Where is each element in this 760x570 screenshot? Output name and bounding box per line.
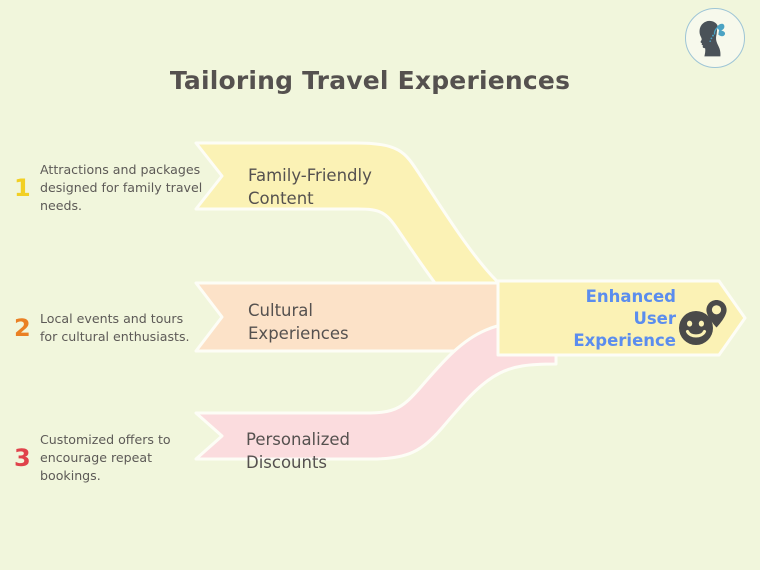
step-number-1: 1 — [14, 174, 31, 202]
step-number-2: 2 — [14, 314, 31, 342]
woman-profile-butterfly-icon — [699, 20, 726, 57]
outcome-label: Enhanced User Experience — [573, 287, 676, 350]
map-pin-icon — [706, 300, 727, 328]
step-description-3: Customized offers to encourage repeat bo… — [40, 431, 171, 484]
step-number-3: 3 — [14, 444, 31, 472]
step-description-2: Local events and tours for cultural enth… — [40, 310, 190, 344]
outcome-icon-group — [676, 294, 732, 350]
band-label-cultural-experiences: Cultural Experiences — [248, 301, 349, 344]
step-item-3: 3 Customized offers to encourage repeat … — [14, 418, 204, 498]
smiley-face-icon — [679, 311, 713, 345]
band-label-family-friendly: Family-Friendly Content — [248, 166, 372, 209]
step-item-2: 2 Local events and tours for cultural en… — [14, 288, 204, 368]
flow-band-personalized-discounts — [194, 318, 558, 461]
band-label-personalized-discounts: Personalized Discounts — [246, 430, 351, 473]
step-item-1: 1 Attractions and packages designed for … — [14, 148, 204, 228]
page-title: Tailoring Travel Experiences — [169, 66, 571, 95]
step-description-1: Attractions and packages designed for fa… — [40, 161, 203, 214]
brand-logo — [685, 8, 745, 68]
